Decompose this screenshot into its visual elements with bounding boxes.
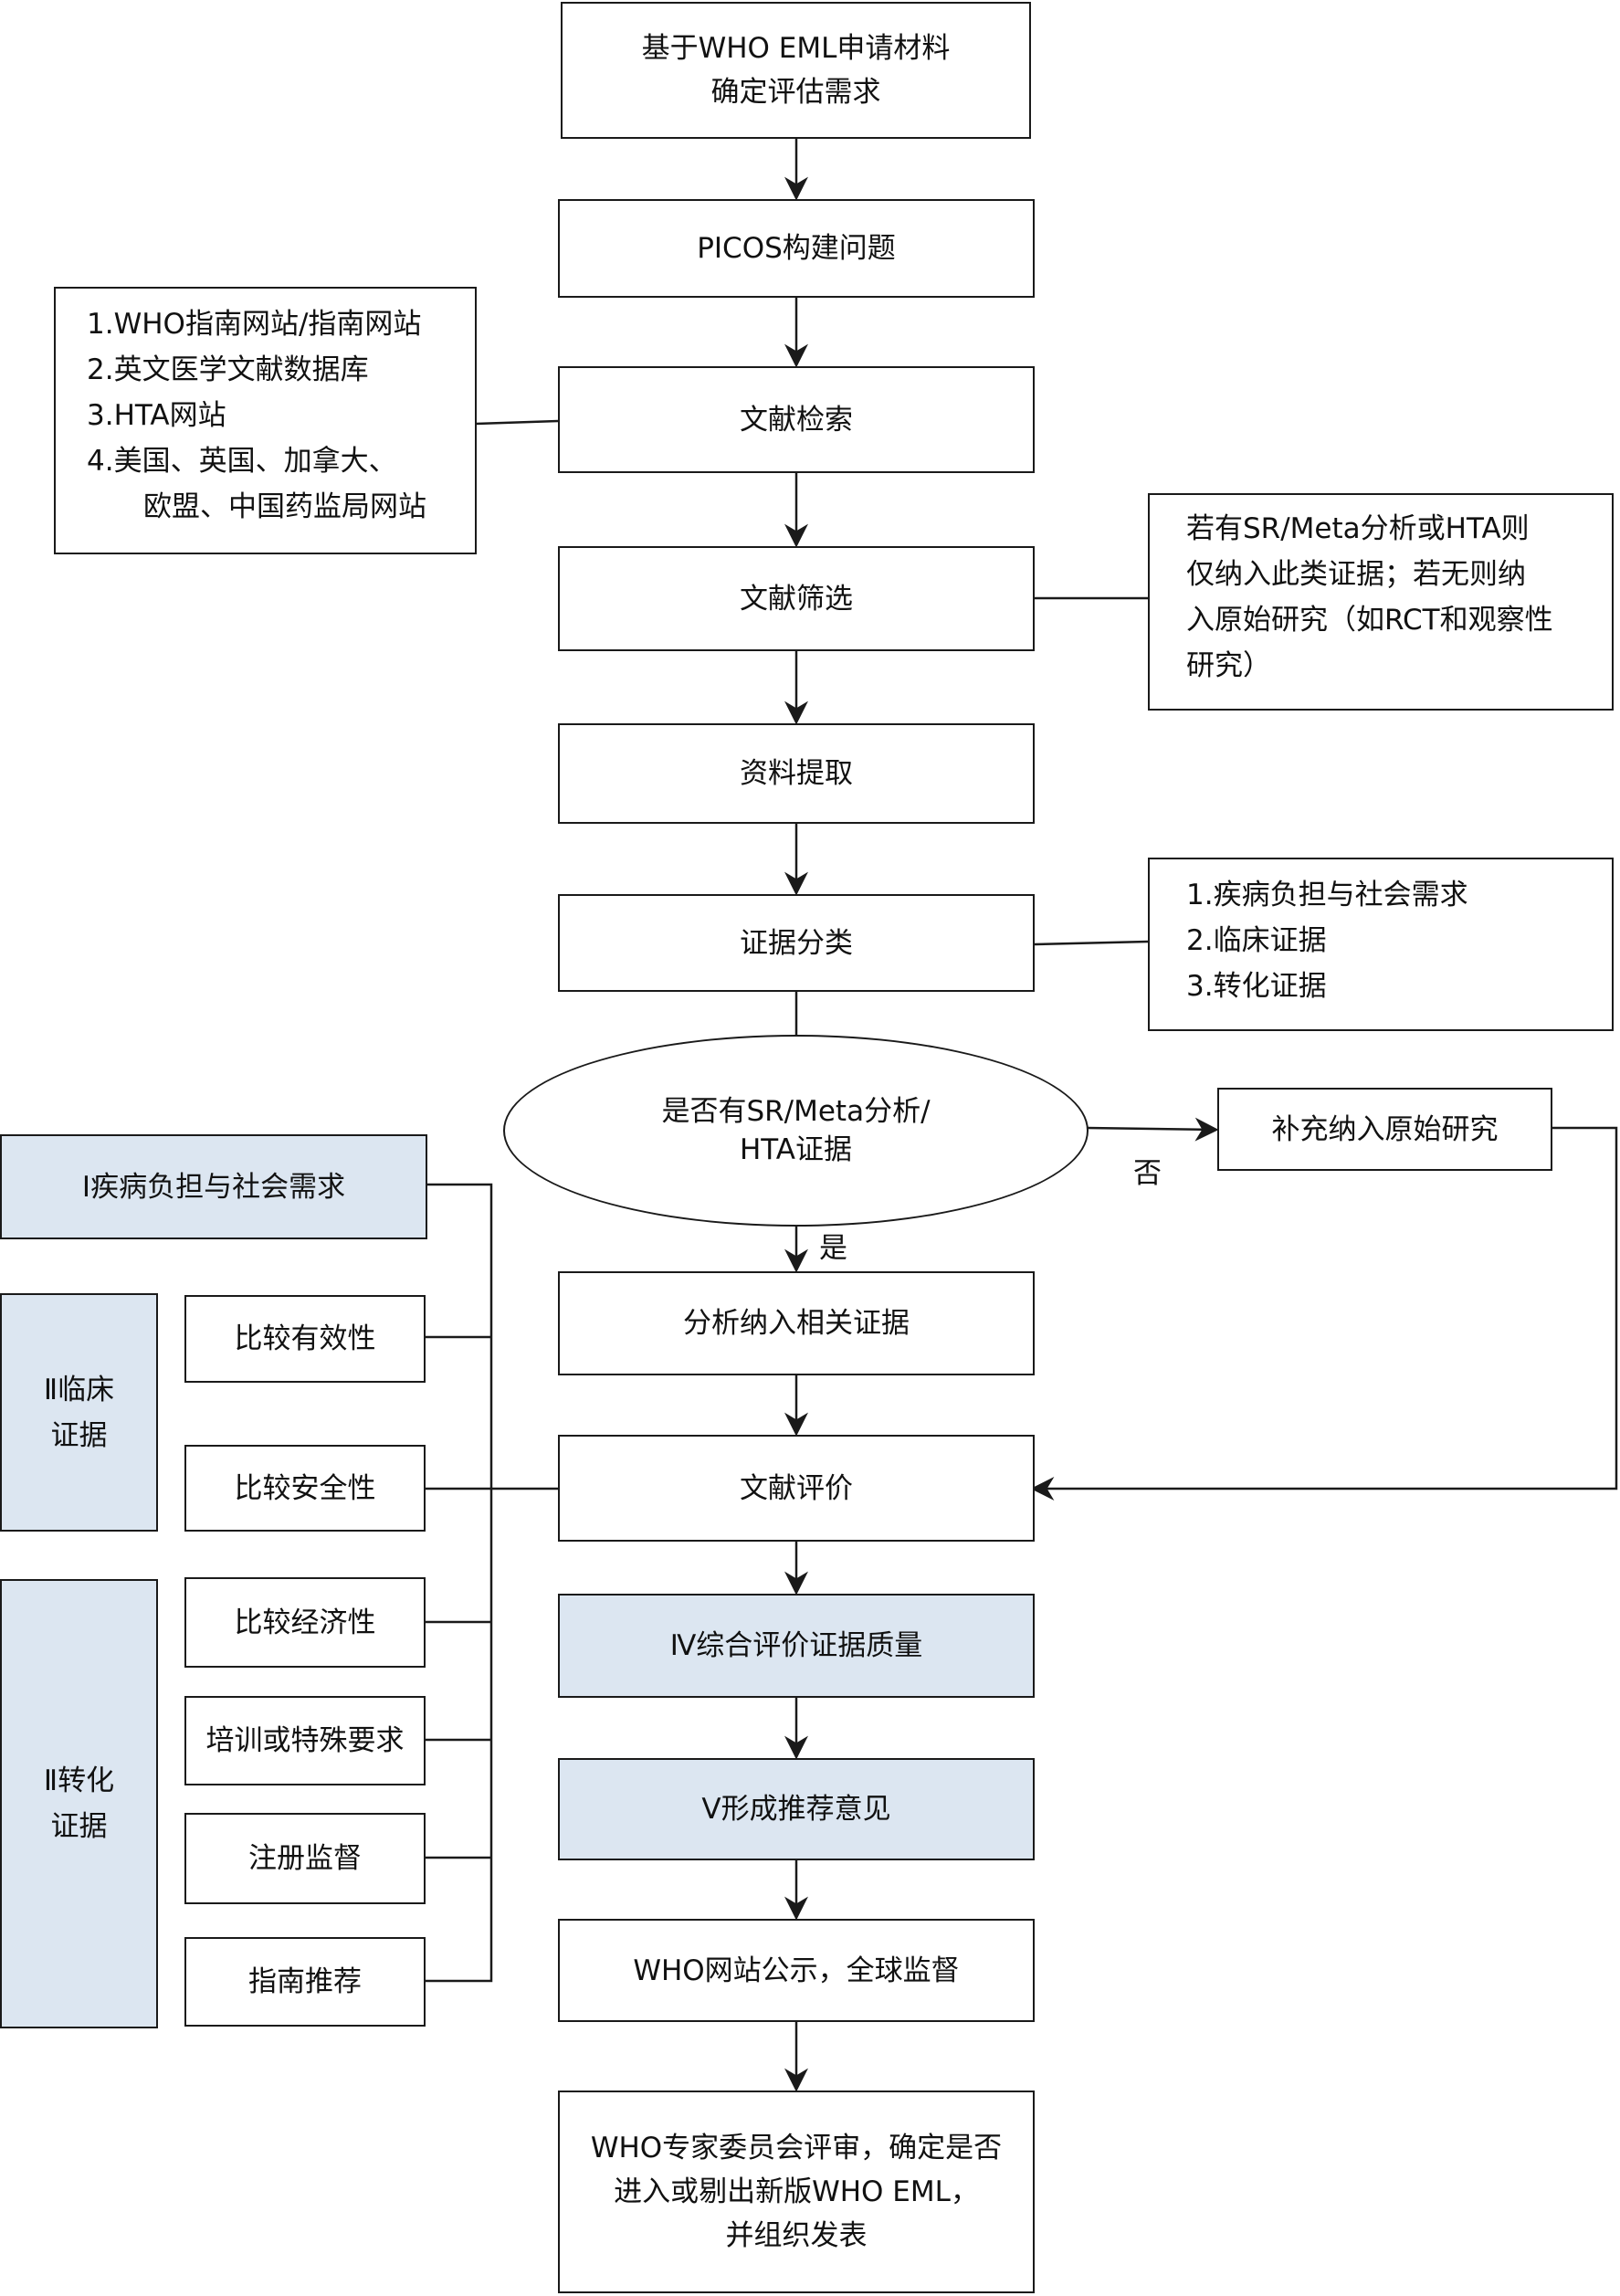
decision-line1: 是否有SR/Meta分析/ <box>661 1095 931 1128</box>
step-picos: PICOS构建问题 <box>558 199 1035 298</box>
sub-item-training-label: 培训或特殊要求 <box>205 1724 405 1757</box>
step-literature-evaluation: 文献评价 <box>558 1435 1035 1542</box>
source-item: 4.美国、英国、加拿大、 <box>87 445 397 478</box>
sub-item-guideline-label: 指南推荐 <box>248 1965 362 1998</box>
step-literature-evaluation-label: 文献评价 <box>740 1471 853 1505</box>
link-classify-types <box>1034 940 1149 946</box>
step-expert-review: WHO专家委员会评审，确定是否 进入或剔出新版WHO EML， 并组织发表 <box>558 2091 1035 2293</box>
step-analyze-evidence-label: 分析纳入相关证据 <box>683 1307 910 1340</box>
sub-item-effectiveness: 比较有效性 <box>184 1295 426 1383</box>
source-item: 1.WHO指南网站/指南网站 <box>87 308 422 341</box>
sub-item-training: 培训或特殊要求 <box>184 1696 426 1785</box>
step-application-line1: 基于WHO EML申请材料 <box>641 32 951 65</box>
step-literature-screening: 文献筛选 <box>558 546 1035 651</box>
step-evidence-quality: Ⅳ综合评价证据质量 <box>558 1594 1035 1698</box>
step-evidence-classification-label: 证据分类 <box>740 926 853 960</box>
search-sources-list: 1.WHO指南网站/指南网站 2.英文医学文献数据库 3.HTA网站 4.美国、… <box>54 287 477 554</box>
category-clinical: Ⅱ临床 证据 <box>0 1293 158 1532</box>
step-application-line2: 确定评估需求 <box>710 76 881 109</box>
step-expert-review-line2: 进入或剔出新版WHO EML， <box>614 2175 979 2208</box>
decision-sr-meta-hta: 是否有SR/Meta分析/ HTA证据 <box>503 1035 1089 1227</box>
category-clinical-line1: Ⅱ临床 <box>43 1373 115 1406</box>
step-who-publicity: WHO网站公示，全球监督 <box>558 1919 1035 2022</box>
source-item: 3.HTA网站 <box>87 399 226 432</box>
step-evidence-classification: 证据分类 <box>558 894 1035 992</box>
step-literature-search: 文献检索 <box>558 366 1035 473</box>
link-sources-search <box>475 419 559 426</box>
arrow-supplement-evaluation <box>1030 1126 1618 1501</box>
step-supplement-label: 补充纳入原始研究 <box>1271 1112 1499 1146</box>
bracket-translational-4 <box>425 1489 493 1983</box>
screening-note-line: 研究） <box>1186 649 1271 682</box>
evidence-type-item: 3.转化证据 <box>1186 970 1327 1003</box>
category-translational-line2: 证据 <box>50 1810 108 1843</box>
category-clinical-line2: 证据 <box>50 1418 108 1452</box>
source-item: 2.英文医学文献数据库 <box>87 353 369 386</box>
sub-item-safety-label: 比较安全性 <box>234 1471 376 1505</box>
step-picos-label: PICOS构建问题 <box>697 232 896 265</box>
category-burden-need-label: Ⅰ疾病负担与社会需求 <box>81 1170 346 1204</box>
sub-item-economics: 比较经济性 <box>184 1577 426 1668</box>
step-analyze-evidence: 分析纳入相关证据 <box>558 1271 1035 1375</box>
category-translational-line1: Ⅱ转化 <box>43 1764 115 1797</box>
step-recommendation-label: Ⅴ形成推荐意见 <box>701 1793 891 1826</box>
step-data-extraction: 资料提取 <box>558 723 1035 824</box>
sub-item-effectiveness-label: 比较有效性 <box>234 1322 376 1355</box>
step-evidence-quality-label: Ⅳ综合评价证据质量 <box>669 1629 923 1662</box>
screening-note-line: 仅纳入此类证据；若无则纳 <box>1186 558 1526 591</box>
screening-note: 若有SR/Meta分析或HTA则 仅纳入此类证据；若无则纳 入原始研究（如RCT… <box>1148 493 1614 711</box>
step-literature-screening-label: 文献筛选 <box>740 582 853 616</box>
screening-note-line: 入原始研究（如RCT和观察性 <box>1186 604 1553 637</box>
step-literature-search-label: 文献检索 <box>740 403 853 437</box>
sub-item-guideline: 指南推荐 <box>184 1937 426 2027</box>
evidence-type-item: 2.临床证据 <box>1186 924 1327 957</box>
sub-item-economics-label: 比较经济性 <box>234 1606 376 1639</box>
evidence-types-list: 1.疾病负担与社会需求 2.临床证据 3.转化证据 <box>1148 858 1614 1031</box>
label-no: 否 <box>1133 1157 1162 1190</box>
step-supplement-primary: 补充纳入原始研究 <box>1217 1088 1552 1171</box>
label-yes: 是 <box>819 1232 847 1265</box>
category-translational: Ⅱ转化 证据 <box>0 1579 158 2028</box>
category-burden-need: Ⅰ疾病负担与社会需求 <box>0 1134 427 1239</box>
step-expert-review-line3: 并组织发表 <box>725 2219 868 2252</box>
step-who-publicity-label: WHO网站公示，全球监督 <box>633 1954 960 1987</box>
step-data-extraction-label: 资料提取 <box>740 757 853 790</box>
decision-line2: HTA证据 <box>739 1133 853 1166</box>
step-expert-review-line1: WHO专家委员会评审，确定是否 <box>590 2132 1003 2164</box>
step-application-review: 基于WHO EML申请材料 确定评估需求 <box>561 2 1031 139</box>
screening-note-line: 若有SR/Meta分析或HTA则 <box>1186 512 1530 545</box>
sub-item-safety: 比较安全性 <box>184 1445 426 1532</box>
step-recommendation: Ⅴ形成推荐意见 <box>558 1758 1035 1860</box>
arrow-decision-supplement <box>1086 1117 1219 1142</box>
source-item: 欧盟、中国药监局网站 <box>143 490 426 523</box>
sub-item-registration: 注册监督 <box>184 1813 426 1904</box>
sub-item-registration-label: 注册监督 <box>248 1842 362 1875</box>
evidence-type-item: 1.疾病负担与社会需求 <box>1186 879 1468 911</box>
